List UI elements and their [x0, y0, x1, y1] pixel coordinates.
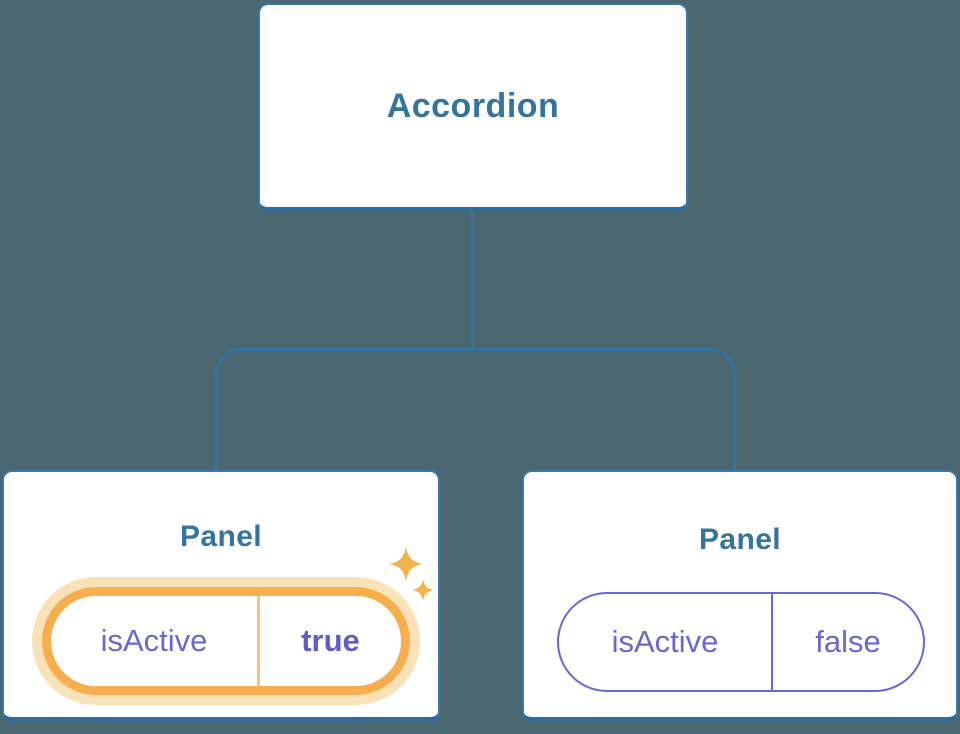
state-key: isActive: [100, 623, 208, 658]
state-pill-active: isActive true: [42, 587, 410, 695]
panel-label: Panel: [179, 520, 263, 553]
state-value: true: [257, 596, 401, 686]
panel-node-inactive: Panel isActive false: [522, 470, 958, 722]
panel-label: Panel: [698, 523, 782, 556]
sparkle-small-icon: [412, 579, 434, 601]
accordion-label: Accordion: [386, 86, 560, 125]
state-key: isActive: [611, 624, 719, 659]
state-pill-inactive: isActive false: [557, 592, 925, 692]
sparkles-icon: [389, 547, 434, 601]
accordion-node: Accordion: [258, 3, 688, 212]
connector-branch: [215, 348, 736, 471]
state-value: false: [771, 594, 923, 690]
sparkle-large-icon: [389, 547, 423, 581]
connector-stem: [471, 211, 474, 349]
panel-node-active: Panel isActive true: [2, 470, 440, 722]
